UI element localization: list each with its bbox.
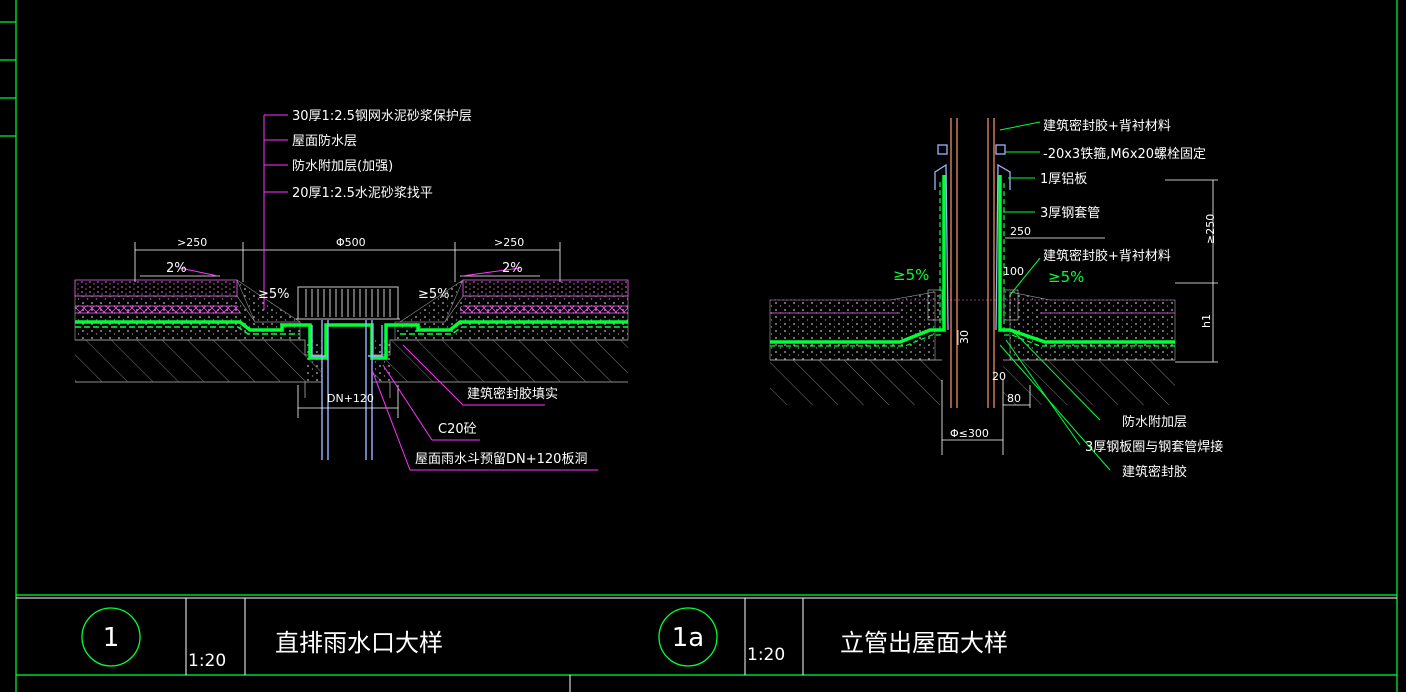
- detail2-text: 建筑密封胶+背衬材料 -20x3铁箍,M6x20螺栓固定 1厚铝板 3厚钢套管 …: [893, 118, 1223, 480]
- detail-title-1: 直排雨水口大样: [275, 629, 443, 657]
- dim-250: 250: [1010, 225, 1031, 238]
- leader-lines-d1: [263, 114, 598, 471]
- slope-left-steep: ≥5%: [258, 287, 290, 302]
- dim-h1: h1: [1200, 314, 1213, 328]
- label-steel-ring: 3厚钢板圈与钢套管焊接: [1085, 439, 1223, 455]
- label-iron-hoop: -20x3铁箍,M6x20螺栓固定: [1043, 146, 1206, 162]
- detail-pipe-penetration: [769, 118, 1218, 471]
- detail-number-2: 1a: [672, 623, 704, 653]
- detail-roof-drain: [74, 114, 629, 471]
- dim-80: 80: [1007, 392, 1021, 405]
- dim-20: 20: [992, 370, 1006, 383]
- title-block-dividers: [16, 597, 1397, 692]
- scale-1: 1:20: [188, 651, 226, 671]
- detail-number-1: 1: [103, 623, 120, 653]
- drain-pipe: [311, 320, 383, 460]
- label-waterproof-layer: 屋面防水层: [292, 133, 357, 149]
- label-additional-layer: 防水附加层(加强): [292, 158, 393, 174]
- dim-dn: DN+120: [327, 392, 374, 405]
- slope-2-right: ≥5%: [1048, 268, 1084, 286]
- detail-title-2: 立管出屋面大样: [840, 629, 1008, 657]
- label-c20-concrete: C20砼: [438, 422, 477, 437]
- c20-infill: [305, 340, 390, 382]
- slab-left: [75, 339, 323, 383]
- dim-100: 100: [1003, 265, 1024, 278]
- slab-right: [371, 339, 628, 383]
- dim-diameter: Φ≤300: [950, 427, 989, 440]
- slope-left: 2%: [166, 261, 187, 276]
- waterproof-membrane: [75, 320, 628, 360]
- title-block: 1 1:20 直排雨水口大样 1a 1:20 立管出屋面大样: [81, 607, 1008, 671]
- detail-number-circle-2: [658, 607, 718, 667]
- scale-2: 1:20: [747, 645, 785, 665]
- membrane-2: [770, 175, 1175, 347]
- label-sealant-backing-bottom: 建筑密封胶+背衬材料: [1043, 248, 1171, 264]
- label-sealant: 建筑密封胶: [1122, 464, 1187, 480]
- dimension-lines-d2: [941, 179, 1218, 455]
- label-sealant-fill: 建筑密封胶填实: [467, 386, 558, 402]
- dim-left: >250: [177, 236, 207, 249]
- detail-number-circle-1: [81, 607, 141, 667]
- label-leveling-layer: 20厚1:2.5水泥砂浆找平: [292, 186, 433, 201]
- label-aluminum-plate: 1厚铝板: [1040, 172, 1087, 187]
- detail1-text: 30厚1:2.5钢网水泥砂浆保护层 屋面防水层 防水附加层(加强) 20厚1:2…: [166, 109, 587, 467]
- steel-sleeve: [950, 118, 995, 408]
- drain-grate: [296, 286, 400, 320]
- dim-30: 30: [958, 330, 971, 344]
- roof-layers-2: [769, 289, 1176, 361]
- dim-right: >250: [494, 236, 524, 249]
- slope-right-steep: ≥5%: [418, 287, 450, 302]
- dim-vertical-250: ≥250: [1204, 214, 1217, 244]
- flashing: [934, 144, 1011, 331]
- label-reserved-hole: 屋面雨水斗预留DN+120板洞: [415, 452, 587, 467]
- slope-2-left: ≥5%: [893, 266, 929, 284]
- leader-lines-d2: [999, 121, 1111, 471]
- slope-right: 2%: [502, 261, 523, 276]
- label-steel-sleeve: 3厚钢套管: [1040, 205, 1100, 221]
- label-sealant-backing-top: 建筑密封胶+背衬材料: [1043, 118, 1171, 134]
- roof-layers: [74, 279, 629, 341]
- slab-2: [770, 359, 1175, 405]
- dim-middle: Φ500: [336, 236, 366, 249]
- label-protective-layer: 30厚1:2.5钢网水泥砂浆保护层: [292, 109, 472, 124]
- dimension-lines-d1: [134, 242, 561, 418]
- label-additional-layer-2: 防水附加层: [1122, 414, 1187, 430]
